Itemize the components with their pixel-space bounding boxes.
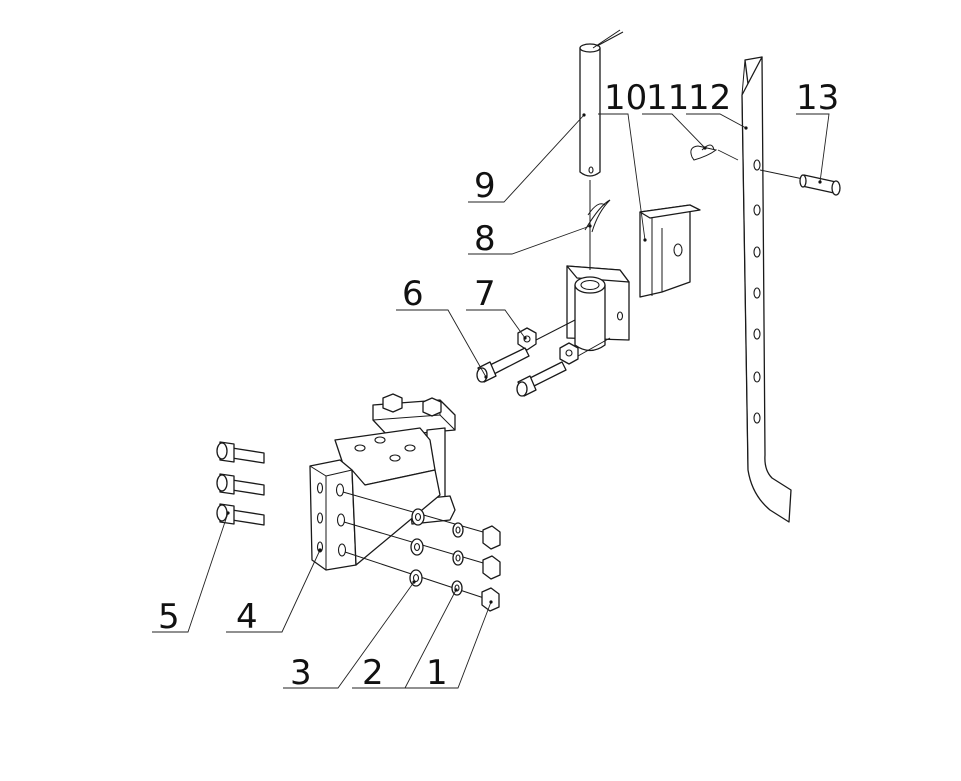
callout-label-8: 8 <box>474 219 496 259</box>
part-nuts-7 <box>517 327 579 365</box>
callout-label-4: 4 <box>236 597 258 637</box>
part-bracket-4 <box>309 393 456 571</box>
callout-label-13: 13 <box>796 78 839 118</box>
part-bolts-6 <box>476 319 611 397</box>
callout-7: 7 <box>466 274 527 340</box>
callout-3: 3 <box>283 580 416 693</box>
callout-9: 9 <box>468 113 586 206</box>
part-shank-12 <box>741 56 792 523</box>
callout-4: 4 <box>226 548 322 637</box>
part-sleeve <box>574 276 606 352</box>
callout-5: 5 <box>152 511 230 637</box>
callout-2: 2 <box>352 588 458 693</box>
callout-label-1: 1 <box>426 653 448 693</box>
callout-6: 6 <box>396 274 488 379</box>
part-clip-11 <box>690 144 718 161</box>
part-pin-13 <box>759 169 841 196</box>
callout-12: 12 <box>686 78 748 130</box>
part-nuts-1 <box>481 525 501 612</box>
callout-13: 13 <box>796 78 839 184</box>
part-lock-washers-2 <box>451 522 464 596</box>
callout-label-11: 11 <box>646 78 689 118</box>
callout-label-9: 9 <box>474 166 496 206</box>
callout-label-10: 10 <box>604 78 647 118</box>
callout-label-6: 6 <box>402 274 424 314</box>
callout-label-3: 3 <box>290 653 312 693</box>
callout-label-7: 7 <box>474 274 496 314</box>
callout-1: 1 <box>404 600 493 693</box>
callout-10: 10 <box>598 78 647 242</box>
callout-label-12: 12 <box>688 78 731 118</box>
part-king-pin-9 <box>579 29 624 270</box>
part-bolts-5 <box>216 441 265 526</box>
callout-8: 8 <box>468 219 592 259</box>
callout-label-5: 5 <box>158 597 180 637</box>
callout-11: 11 <box>642 78 739 161</box>
part-r-clip-8 <box>584 199 611 233</box>
callout-label-2: 2 <box>362 653 384 693</box>
part-washers-3 <box>409 508 425 587</box>
